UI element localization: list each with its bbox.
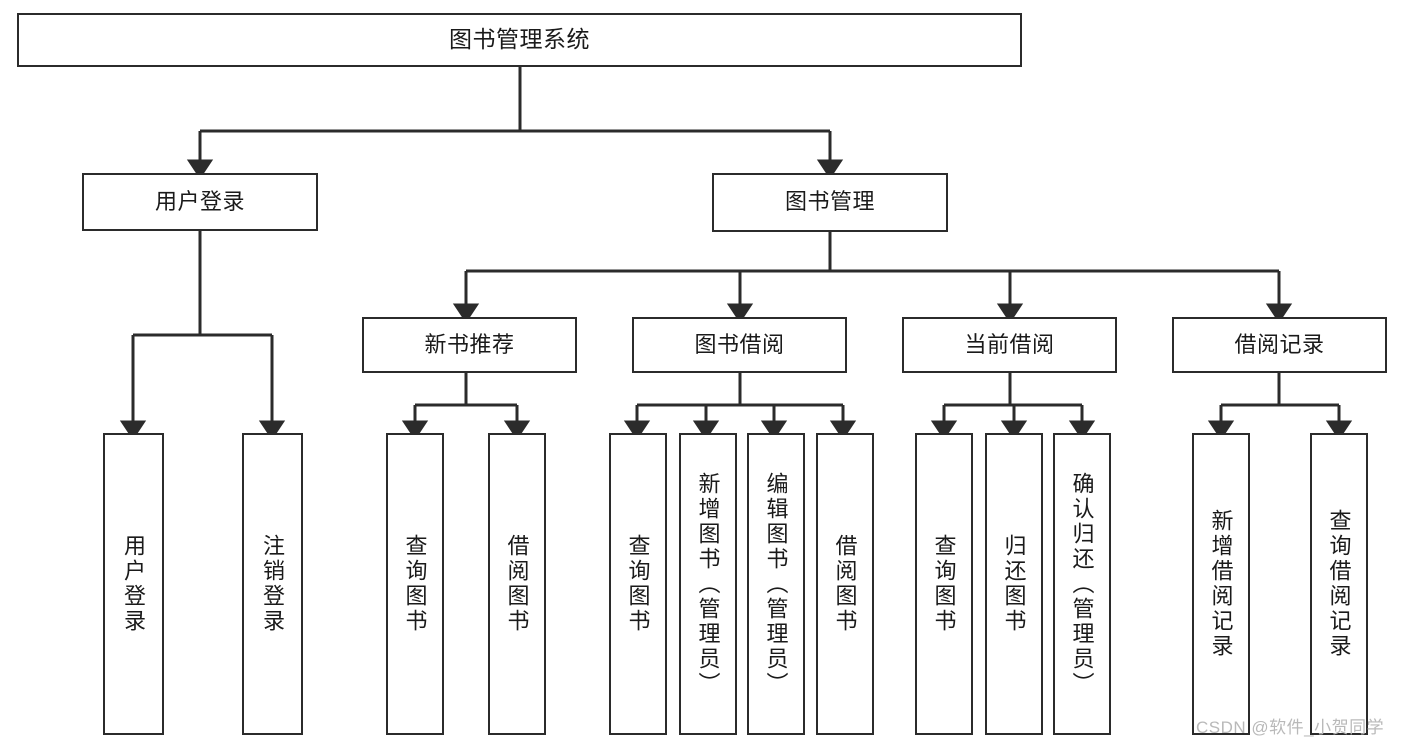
leaf-label: 归还图书 bbox=[1001, 534, 1027, 634]
csdn-watermark: CSDN @软件_小贺同学 bbox=[1196, 718, 1385, 737]
leaf-borrow-book[interactable]: 借阅图书 bbox=[816, 433, 874, 735]
node-borrow-record[interactable]: 借阅记录 bbox=[1172, 317, 1387, 373]
leaf-label: 查询图书 bbox=[931, 534, 957, 634]
leaf-add-borrow-record[interactable]: 新增借阅记录 bbox=[1192, 433, 1250, 735]
node-user-login[interactable]: 用户登录 bbox=[82, 173, 318, 231]
leaf-label: 查询图书 bbox=[625, 534, 651, 634]
leaf-label: 编辑图书（管理员） bbox=[763, 471, 789, 697]
leaf-label: 注销登录 bbox=[260, 534, 286, 634]
node-root-library-system[interactable]: 图书管理系统 bbox=[17, 13, 1022, 67]
leaf-borrow-book-recommend[interactable]: 借阅图书 bbox=[488, 433, 546, 735]
node-current-borrow[interactable]: 当前借阅 bbox=[902, 317, 1117, 373]
leaf-label: 用户登录 bbox=[121, 534, 147, 634]
leaf-query-book-current[interactable]: 查询图书 bbox=[915, 433, 973, 735]
leaf-logout[interactable]: 注销登录 bbox=[242, 433, 303, 735]
node-book-borrow[interactable]: 图书借阅 bbox=[632, 317, 847, 373]
leaf-label: 新增图书（管理员） bbox=[695, 471, 721, 697]
leaf-query-book-recommend[interactable]: 查询图书 bbox=[386, 433, 444, 735]
leaf-add-book-admin[interactable]: 新增图书（管理员） bbox=[679, 433, 737, 735]
leaf-return-book[interactable]: 归还图书 bbox=[985, 433, 1043, 735]
leaf-label: 查询图书 bbox=[402, 534, 428, 634]
node-book-management[interactable]: 图书管理 bbox=[712, 173, 948, 232]
leaf-label: 确认归还（管理员） bbox=[1069, 471, 1095, 697]
leaf-query-book-borrow[interactable]: 查询图书 bbox=[609, 433, 667, 735]
leaf-label: 借阅图书 bbox=[504, 534, 530, 634]
node-new-book-recommend[interactable]: 新书推荐 bbox=[362, 317, 577, 373]
leaf-edit-book-admin[interactable]: 编辑图书（管理员） bbox=[747, 433, 805, 735]
leaf-label: 借阅图书 bbox=[832, 534, 858, 634]
leaf-confirm-return-admin[interactable]: 确认归还（管理员） bbox=[1053, 433, 1111, 735]
leaf-query-borrow-record[interactable]: 查询借阅记录 bbox=[1310, 433, 1368, 735]
leaf-user-login[interactable]: 用户登录 bbox=[103, 433, 164, 735]
leaf-label: 新增借阅记录 bbox=[1208, 509, 1234, 659]
leaf-label: 查询借阅记录 bbox=[1326, 509, 1352, 659]
